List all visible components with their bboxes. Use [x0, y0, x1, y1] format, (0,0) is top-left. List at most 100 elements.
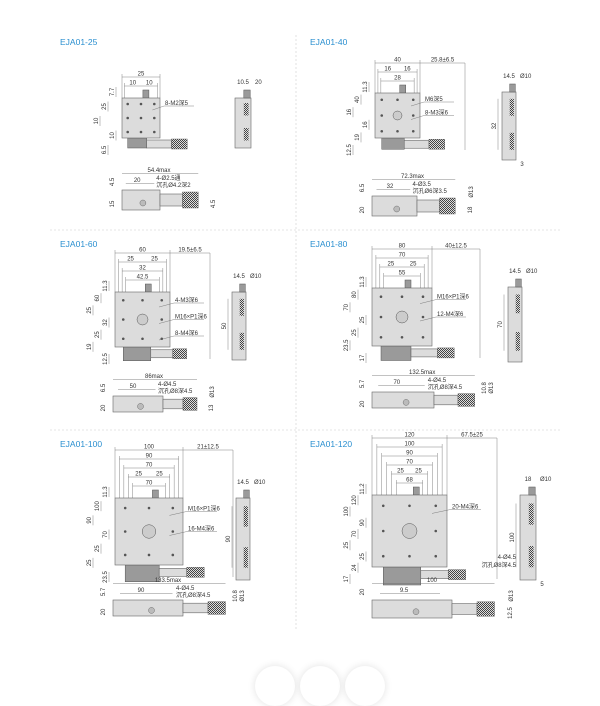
mounting-hole: [381, 504, 385, 508]
leader-line: [158, 319, 175, 324]
dimension-label: 10: [110, 132, 116, 139]
mounting-hole: [139, 130, 143, 134]
mounting-hole: [421, 295, 425, 299]
callout-label: 8-M2深5: [165, 99, 189, 107]
mounting-hole: [126, 130, 129, 134]
mounting-hole: [381, 554, 385, 558]
front-view-screw: [402, 399, 410, 406]
dimension-label: 86max: [145, 374, 163, 380]
dimension-label: 16: [384, 67, 391, 73]
lock-screw: [152, 489, 159, 499]
page-indicator[interactable]: [300, 666, 340, 706]
dimension-label: 70: [146, 463, 153, 469]
dimension-label: 14.5: [503, 74, 515, 80]
front-view-screw: [148, 607, 155, 614]
dimension-label: 25: [156, 472, 163, 478]
front-view-barrel: [159, 193, 183, 207]
dimension-label: 25: [127, 257, 134, 263]
front-view-body: [112, 599, 184, 617]
mounting-hole: [421, 336, 425, 339]
mounting-hole: [121, 298, 125, 302]
dimension-label: 5.7: [360, 379, 366, 388]
dimension-label: 25: [95, 545, 101, 552]
dimension-label: 11.3: [103, 486, 109, 498]
dimension-label: 18: [468, 206, 474, 213]
dimension-label: 20: [255, 80, 262, 86]
mounting-hole: [139, 102, 143, 106]
mounting-hole: [379, 336, 383, 339]
side-view-bearing: [243, 506, 248, 527]
front-view-barrel: [433, 394, 459, 406]
mounting-hole: [123, 506, 127, 510]
dimension-label: 10.5: [237, 80, 249, 86]
dimension-label: 133.5max: [155, 578, 181, 584]
side-view-bearing: [243, 128, 249, 141]
dimension-label: 25: [135, 472, 142, 478]
front-view-barrel: [162, 398, 184, 410]
dimension-label: 20: [360, 588, 366, 595]
dimension-label: 70: [498, 321, 504, 328]
front-view-screw: [139, 199, 147, 207]
dimension-label: 20: [134, 178, 141, 184]
carriage-base: [123, 346, 151, 361]
center-hole: [401, 523, 418, 539]
dimension-label: 42.5: [137, 275, 149, 281]
page-indicator[interactable]: [345, 666, 385, 706]
dimension-label: 14.5: [509, 269, 521, 275]
callout-label: 8-M3深6: [425, 109, 449, 117]
dimension-label: 4-Ø4.5: [176, 586, 195, 592]
carriage-base: [381, 137, 405, 150]
dimension-label: 90: [406, 451, 413, 457]
dimension-label: 10: [94, 117, 100, 124]
dimension-label: 沉孔Ø4.2深2: [156, 181, 191, 189]
page-indicator[interactable]: [255, 666, 295, 706]
mounting-hole: [421, 315, 425, 319]
callout-label: 8-M4深6: [175, 329, 199, 337]
dimension-label: 17: [344, 575, 350, 582]
micrometer-barrel: [146, 139, 172, 149]
dimension-label: 6.5: [101, 383, 107, 392]
dimension-label: 10.8: [482, 382, 488, 394]
front-view-knob: [457, 393, 475, 407]
callout-label: M16×P1深6: [188, 504, 221, 512]
dimension-label: 11.2: [360, 483, 366, 495]
dimension-label: 90: [87, 516, 93, 523]
dimension-label: Ø10: [250, 274, 262, 280]
front-view-knob: [476, 601, 495, 617]
side-view-screw: [239, 283, 246, 293]
micrometer-barrel: [158, 568, 187, 577]
dimension-label: Ø13: [469, 186, 475, 198]
side-view-bearing: [528, 503, 534, 525]
travel-dimension-label: 21±12.5: [197, 445, 219, 451]
dimension-label: 54.4max: [147, 168, 170, 174]
micrometer-knob: [172, 348, 187, 359]
micrometer-knob: [171, 138, 188, 150]
dimension-label: 25: [397, 469, 404, 475]
front-view-knob: [439, 197, 456, 215]
mounting-hole: [381, 529, 385, 533]
dimension-label: 90: [146, 454, 153, 460]
callout-label: M16×P1深6: [437, 293, 470, 301]
dimension-label: 20: [360, 206, 366, 213]
callout-label: 16-M4深6: [188, 525, 215, 533]
dimension-label: 28: [394, 76, 401, 82]
mounting-hole: [411, 98, 415, 102]
callout-label: 20-M4深6: [452, 502, 479, 510]
dimension-label: Ø13: [210, 386, 216, 398]
front-view-body: [371, 599, 453, 619]
lock-screw: [399, 84, 406, 94]
dimension-label: Ø13: [489, 382, 495, 394]
dimension-label: 70: [344, 303, 350, 310]
dimension-label: 70: [103, 531, 109, 538]
dimension-label: 120: [352, 495, 358, 506]
mounting-hole: [434, 554, 438, 558]
dimension-label: 沉孔Ø8深4.5: [176, 591, 211, 599]
mounting-hole: [396, 129, 399, 133]
dimension-label: 25: [410, 262, 417, 268]
dimension-label: 100: [95, 501, 101, 512]
dimension-label: 16: [404, 67, 411, 73]
front-view-body: [121, 189, 161, 211]
side-view-bearing: [528, 546, 534, 568]
mounting-hole: [153, 130, 156, 134]
dimension-label: 16: [347, 108, 353, 115]
